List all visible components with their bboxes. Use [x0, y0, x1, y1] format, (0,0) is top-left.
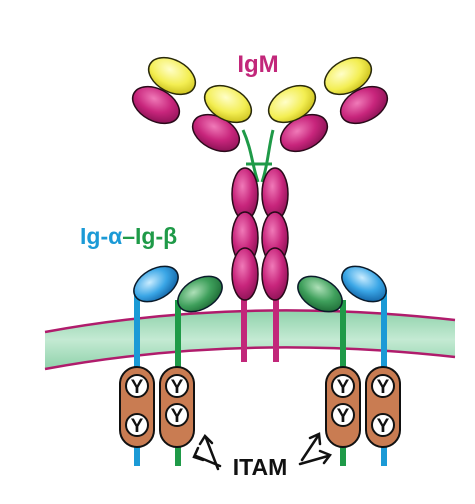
itam-arrows — [192, 432, 332, 471]
itam-pill: Y Y — [119, 366, 155, 448]
tyrosine-label: Y — [337, 406, 350, 427]
cell-membrane — [44, 309, 456, 371]
label-dash: – — [122, 223, 135, 249]
ig-alpha-beta-domains — [133, 265, 387, 313]
tyrosine-label: Y — [377, 377, 390, 398]
itam-label: ITAM — [233, 454, 288, 480]
itam-pill: Y Y — [325, 366, 361, 448]
tyrosine-label: Y — [171, 406, 184, 427]
tyrosine-label: Y — [171, 377, 184, 398]
ig-alpha-beta-label: Ig-α–Ig-β — [80, 223, 177, 249]
tyrosine-label: Y — [377, 416, 390, 437]
itam-motifs: Y Y Y Y Y Y Y Y — [119, 366, 401, 448]
igm-heavy-chain-stem — [231, 167, 289, 301]
tyrosine-label: Y — [337, 377, 350, 398]
ig-alpha-label: Ig-α — [80, 223, 122, 249]
ig-beta-label: Ig-β — [135, 223, 177, 249]
igm-transmembrane-tails — [241, 296, 279, 362]
igm-label: IgM — [237, 51, 278, 78]
itam-pill: Y Y — [159, 366, 195, 448]
tyrosine-label: Y — [131, 377, 144, 398]
igm-light-chain-arms — [147, 56, 373, 124]
itam-pill: Y Y — [365, 366, 401, 448]
tyrosine-label: Y — [131, 416, 144, 437]
